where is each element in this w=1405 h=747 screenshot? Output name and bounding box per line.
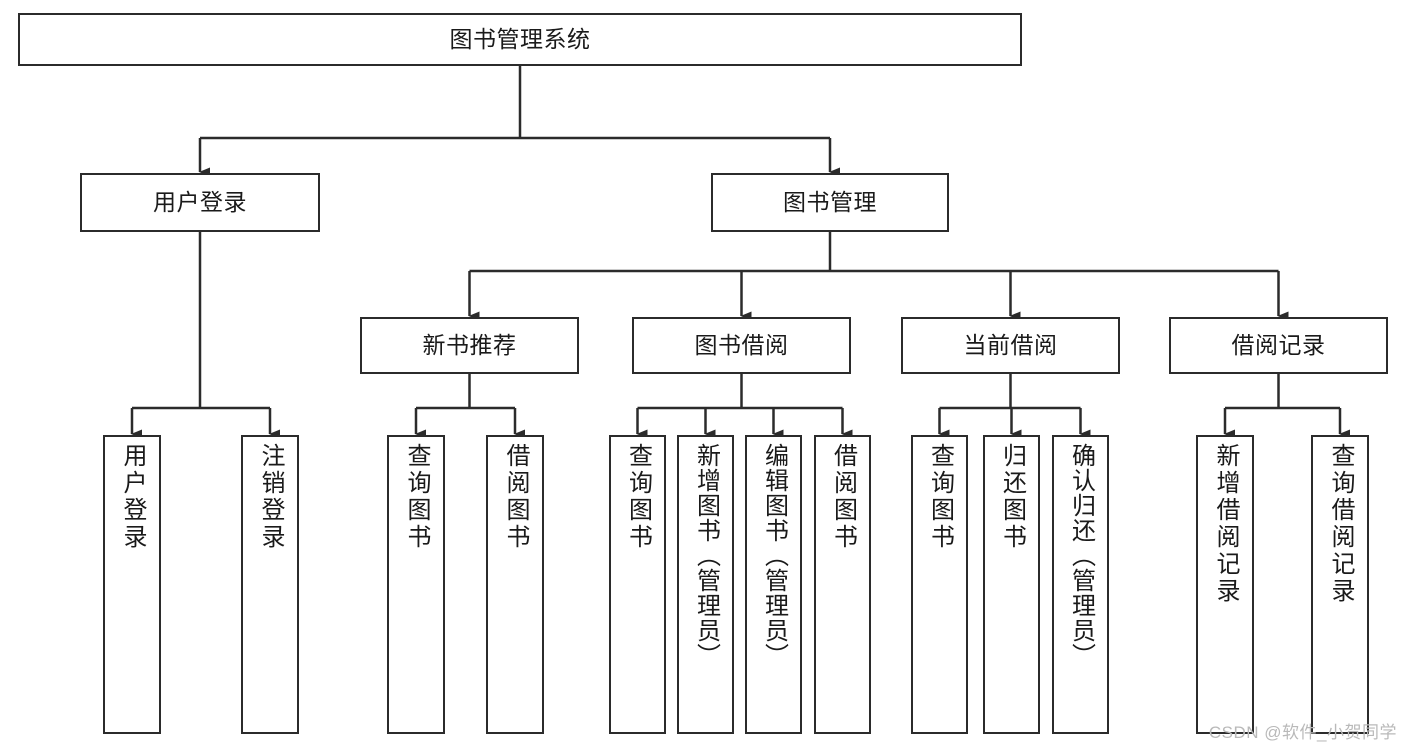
node-label: 借阅记录 xyxy=(1231,331,1326,358)
node-newbook[interactable]: 新书推荐 xyxy=(360,317,579,374)
node-leaf-new-2[interactable]: 借阅图书 xyxy=(486,435,544,734)
node-label: 用户登录 xyxy=(153,188,247,215)
node-borrow[interactable]: 图书借阅 xyxy=(632,317,851,374)
node-label: 新书推荐 xyxy=(422,331,517,358)
node-label: 图书借阅 xyxy=(694,331,789,358)
node-leaf-bor-1[interactable]: 查询图书 xyxy=(609,435,666,734)
node-leaf-cur-1[interactable]: 查询图书 xyxy=(911,435,968,734)
node-label: 注销登录 xyxy=(257,443,284,551)
node-label: 图书管理 xyxy=(783,188,877,215)
node-label: 图书管理系统 xyxy=(449,25,591,52)
node-leaf-bor-2[interactable]: 新增图书（管理员） xyxy=(677,435,734,734)
node-label: 编辑图书（管理员） xyxy=(760,443,788,668)
node-label: 确认归还（管理员） xyxy=(1067,443,1095,668)
node-label: 当前借阅 xyxy=(963,331,1058,358)
node-label: 新增图书（管理员） xyxy=(692,443,720,668)
csdn-watermark: CSDN @软件_小贺同学 xyxy=(1208,723,1397,742)
node-root[interactable]: 图书管理系统 xyxy=(18,13,1022,66)
node-label: 查询借阅记录 xyxy=(1327,443,1354,605)
node-leaf-rec-2[interactable]: 查询借阅记录 xyxy=(1311,435,1369,734)
node-current[interactable]: 当前借阅 xyxy=(901,317,1120,374)
node-label: 查询图书 xyxy=(926,443,954,551)
node-leaf-bor-3[interactable]: 编辑图书（管理员） xyxy=(745,435,802,734)
node-records[interactable]: 借阅记录 xyxy=(1169,317,1388,374)
node-label: 新增借阅记录 xyxy=(1212,443,1239,605)
node-label: 用户登录 xyxy=(119,443,146,551)
node-leaf-bor-4[interactable]: 借阅图书 xyxy=(814,435,871,734)
edges-group xyxy=(130,66,1350,439)
node-leaf-login-1[interactable]: 用户登录 xyxy=(103,435,161,734)
node-login[interactable]: 用户登录 xyxy=(80,173,320,232)
node-label: 借阅图书 xyxy=(502,443,529,551)
node-label: 查询图书 xyxy=(403,443,430,551)
node-leaf-rec-1[interactable]: 新增借阅记录 xyxy=(1196,435,1254,734)
node-leaf-cur-3[interactable]: 确认归还（管理员） xyxy=(1052,435,1109,734)
node-label: 借阅图书 xyxy=(829,443,857,551)
node-leaf-login-2[interactable]: 注销登录 xyxy=(241,435,299,734)
node-bookmgmt[interactable]: 图书管理 xyxy=(711,173,949,232)
node-leaf-cur-2[interactable]: 归还图书 xyxy=(983,435,1040,734)
node-leaf-new-1[interactable]: 查询图书 xyxy=(387,435,445,734)
node-label: 查询图书 xyxy=(624,443,652,551)
node-label: 归还图书 xyxy=(998,443,1026,551)
